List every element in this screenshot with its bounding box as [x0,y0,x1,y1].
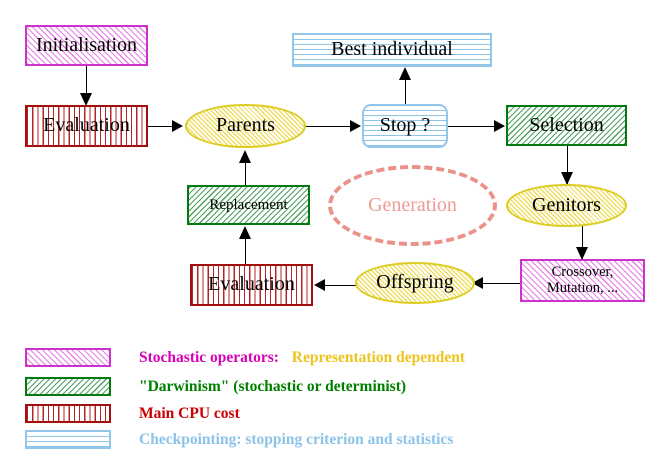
arrowhead-stop-to-best-individual [399,67,411,80]
generation-label: Generation [368,194,457,216]
node-genitors-label: Genitors [532,193,601,216]
legend-row-main-cpu-cost: Main CPU cost [25,404,240,423]
node-evaluation-top-label: Evaluation [43,114,130,137]
arrowhead-replacement-to-parents [239,150,251,163]
node-parents-label: Parents [216,114,275,137]
legend-swatch-stochastic-operators [25,348,111,367]
node-best-individual-label: Best individual [331,38,453,61]
node-initialisation-label: Initialisation [35,33,138,56]
edge-stop-to-selection [448,126,498,127]
edge-parents-to-stop [306,126,354,127]
arrowhead-offspring-to-evaluation [314,279,325,291]
node-crossover-mutation-label-line1: Crossover, [551,263,614,280]
legend-label-main-cpu-cost: Main CPU cost [139,404,240,422]
edge-initialisation-to-evaluation [86,66,87,98]
node-best-individual[interactable]: Best individual [292,33,492,67]
node-crossover-mutation[interactable]: Crossover, Mutation, ... [520,259,645,302]
generation-cycle-annotation: Generation [328,165,497,246]
node-offspring-label: Offspring [376,271,454,294]
legend-swatch-checkpointing [25,430,111,449]
legend-label-stochastic-operators-part1: Stochastic operators: [139,348,279,366]
legend-label-checkpointing: Checkpointing: stopping criterion and st… [139,430,454,448]
node-offspring[interactable]: Offspring [355,262,475,304]
node-genitors[interactable]: Genitors [506,184,627,227]
edge-evaluation-to-parents [148,126,176,127]
node-initialisation[interactable]: Initialisation [25,25,148,66]
legend-swatch-main-cpu-cost [25,404,111,423]
node-stop[interactable]: Stop ? [362,104,448,148]
legend-row-checkpointing: Checkpointing: stopping criterion and st… [25,430,453,449]
node-evaluation-bottom-label: Evaluation [208,273,295,296]
edge-replacement-to-parents [245,152,246,185]
legend-row-darwinism: "Darwinism" (stochastic or determinist) [25,377,406,396]
arrowhead-evaluation-to-parents [172,120,183,132]
edge-selection-to-genitors [567,146,568,185]
legend-row-stochastic-operators: Stochastic operators: Representation dep… [25,348,465,367]
node-evaluation-bottom[interactable]: Evaluation [190,264,313,306]
arrowhead-genitors-to-crossover [576,247,588,260]
node-parents[interactable]: Parents [185,104,306,148]
arrowhead-initialisation-to-evaluation [80,93,92,106]
arrowhead-parents-to-stop [350,120,361,132]
arrowhead-crossover-to-offspring [472,277,483,289]
node-replacement[interactable]: Replacement [187,185,310,225]
node-evaluation-top[interactable]: Evaluation [25,105,148,147]
node-selection[interactable]: Selection [506,105,627,146]
legend-label-stochastic-operators: Stochastic operators: Representation dep… [139,349,465,367]
arrowhead-evaluation-to-replacement [239,226,251,239]
node-replacement-label: Replacement [209,196,288,213]
node-selection-label: Selection [529,113,604,136]
edge-stop-to-best-individual [405,72,406,104]
arrowhead-stop-to-selection [494,120,505,132]
arrowhead-selection-to-genitors [561,172,573,185]
legend-label-representation-dependent: Representation dependent [291,348,466,366]
node-crossover-mutation-label-line2: Mutation, ... [546,279,619,296]
node-stop-label: Stop ? [379,114,431,137]
legend-swatch-darwinism [25,377,111,396]
edge-genitors-to-crossover [582,226,583,260]
edge-crossover-to-offspring [483,283,520,284]
edge-offspring-to-evaluation [325,285,357,286]
legend-label-darwinism: "Darwinism" (stochastic or determinist) [139,377,407,395]
edge-evaluation-to-replacement [245,231,246,265]
